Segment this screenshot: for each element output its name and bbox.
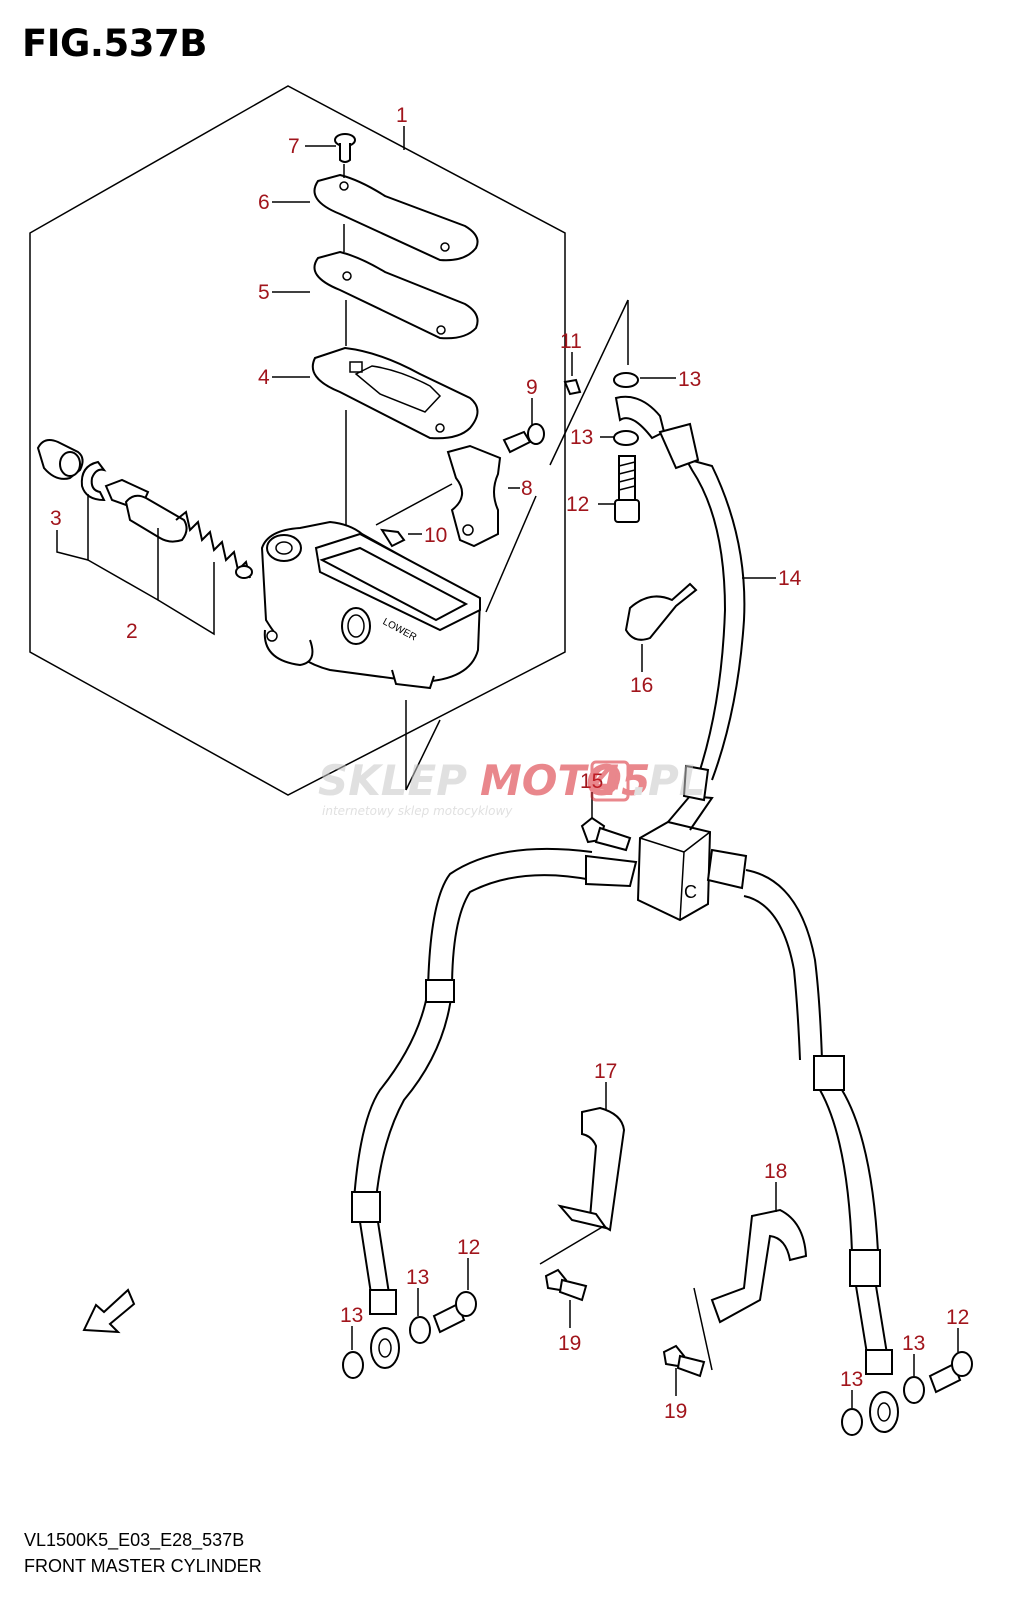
bracket-bolt-left[interactable]	[544, 1268, 588, 1302]
washer-13-right-b[interactable]	[903, 1376, 925, 1404]
callout-6: 6	[258, 191, 270, 214]
washer-13-left-b[interactable]	[409, 1316, 431, 1344]
union-bolt-right[interactable]	[928, 1351, 973, 1394]
model-code: VL1500K5_E03_E28_537B	[24, 1530, 245, 1550]
watermark: SKLEP MOTO 45 .PL internetowy sklep moto…	[318, 756, 706, 818]
svg-text:.PL: .PL	[632, 756, 706, 805]
callout-9: 9	[526, 376, 538, 399]
hose-bracket-17[interactable]	[557, 1106, 626, 1232]
reservoir-cap[interactable]	[563, 378, 582, 396]
svg-text:internetowy sklep motocyklowy: internetowy sklep motocyklowy	[322, 804, 513, 818]
clip[interactable]	[380, 528, 406, 548]
callout-4: 4	[258, 366, 270, 389]
svg-text:MOTO: MOTO	[480, 756, 622, 805]
joint-bolt[interactable]	[580, 816, 632, 852]
joint-letter: C	[684, 882, 697, 902]
brake-hose-upper[interactable]	[614, 395, 746, 781]
diaphragm[interactable]	[311, 346, 479, 440]
circlip[interactable]	[80, 460, 107, 502]
callout-12-left: 12	[457, 1236, 480, 1259]
callout-3: 3	[50, 507, 62, 530]
master-cylinder-body[interactable]: LOWER	[260, 520, 482, 690]
figure-name: FRONT MASTER CYLINDER	[24, 1556, 262, 1576]
brake-hose-left[interactable]	[351, 847, 638, 1369]
handlebar-holder[interactable]	[446, 444, 502, 548]
callout-13-left-b: 13	[406, 1266, 429, 1289]
callout-11: 11	[560, 330, 582, 353]
hose-clamp[interactable]	[624, 582, 698, 641]
callout-18: 18	[764, 1160, 787, 1183]
callout-19-right: 19	[664, 1400, 687, 1423]
reservoir-cover[interactable]	[313, 173, 479, 262]
union-bolt-top[interactable]	[614, 455, 640, 523]
callout-14: 14	[778, 567, 802, 590]
callout-13-right-b: 13	[902, 1332, 925, 1355]
brake-joint[interactable]: C	[636, 764, 714, 922]
callout-16: 16	[630, 674, 653, 697]
callout-1: 1	[396, 104, 408, 127]
callout-13-right-a: 13	[840, 1368, 863, 1391]
washer-13-top[interactable]	[613, 372, 639, 388]
front-direction-arrow	[82, 1288, 136, 1334]
return-spring[interactable]	[175, 510, 253, 579]
holder-bolt[interactable]	[502, 423, 545, 454]
callout-8: 8	[521, 477, 533, 500]
figure-title: FIG.537B	[22, 22, 207, 65]
callout-7: 7	[288, 135, 300, 158]
cover-screw[interactable]	[334, 133, 356, 163]
piston-boot[interactable]	[36, 439, 84, 480]
callout-13-left-a: 13	[340, 1304, 363, 1327]
hose-bracket-18[interactable]	[710, 1208, 808, 1324]
callout-12-top: 12	[566, 493, 589, 516]
callout-17: 17	[594, 1060, 617, 1083]
washer-13-right-a[interactable]	[841, 1408, 863, 1436]
callout-13-mid: 13	[570, 426, 593, 449]
piston-assembly[interactable]	[104, 478, 188, 543]
union-bolt-left[interactable]	[432, 1291, 477, 1334]
assembly-frame	[29, 85, 566, 796]
callout-12-right: 12	[946, 1306, 969, 1329]
svg-text:45: 45	[591, 756, 650, 805]
callout-2: 2	[126, 620, 138, 643]
callout-19-left: 19	[558, 1332, 581, 1355]
callout-10: 10	[424, 524, 447, 547]
bracket-bolt-right[interactable]	[662, 1344, 706, 1378]
brake-hose-right[interactable]	[706, 848, 899, 1433]
svg-text:SKLEP: SKLEP	[318, 756, 467, 805]
callout-13-top: 13	[678, 368, 701, 391]
reservoir-plate[interactable]	[313, 250, 479, 340]
callout-5: 5	[258, 281, 270, 304]
washer-13-mid[interactable]	[613, 430, 639, 446]
washer-13-left-a[interactable]	[342, 1351, 364, 1379]
